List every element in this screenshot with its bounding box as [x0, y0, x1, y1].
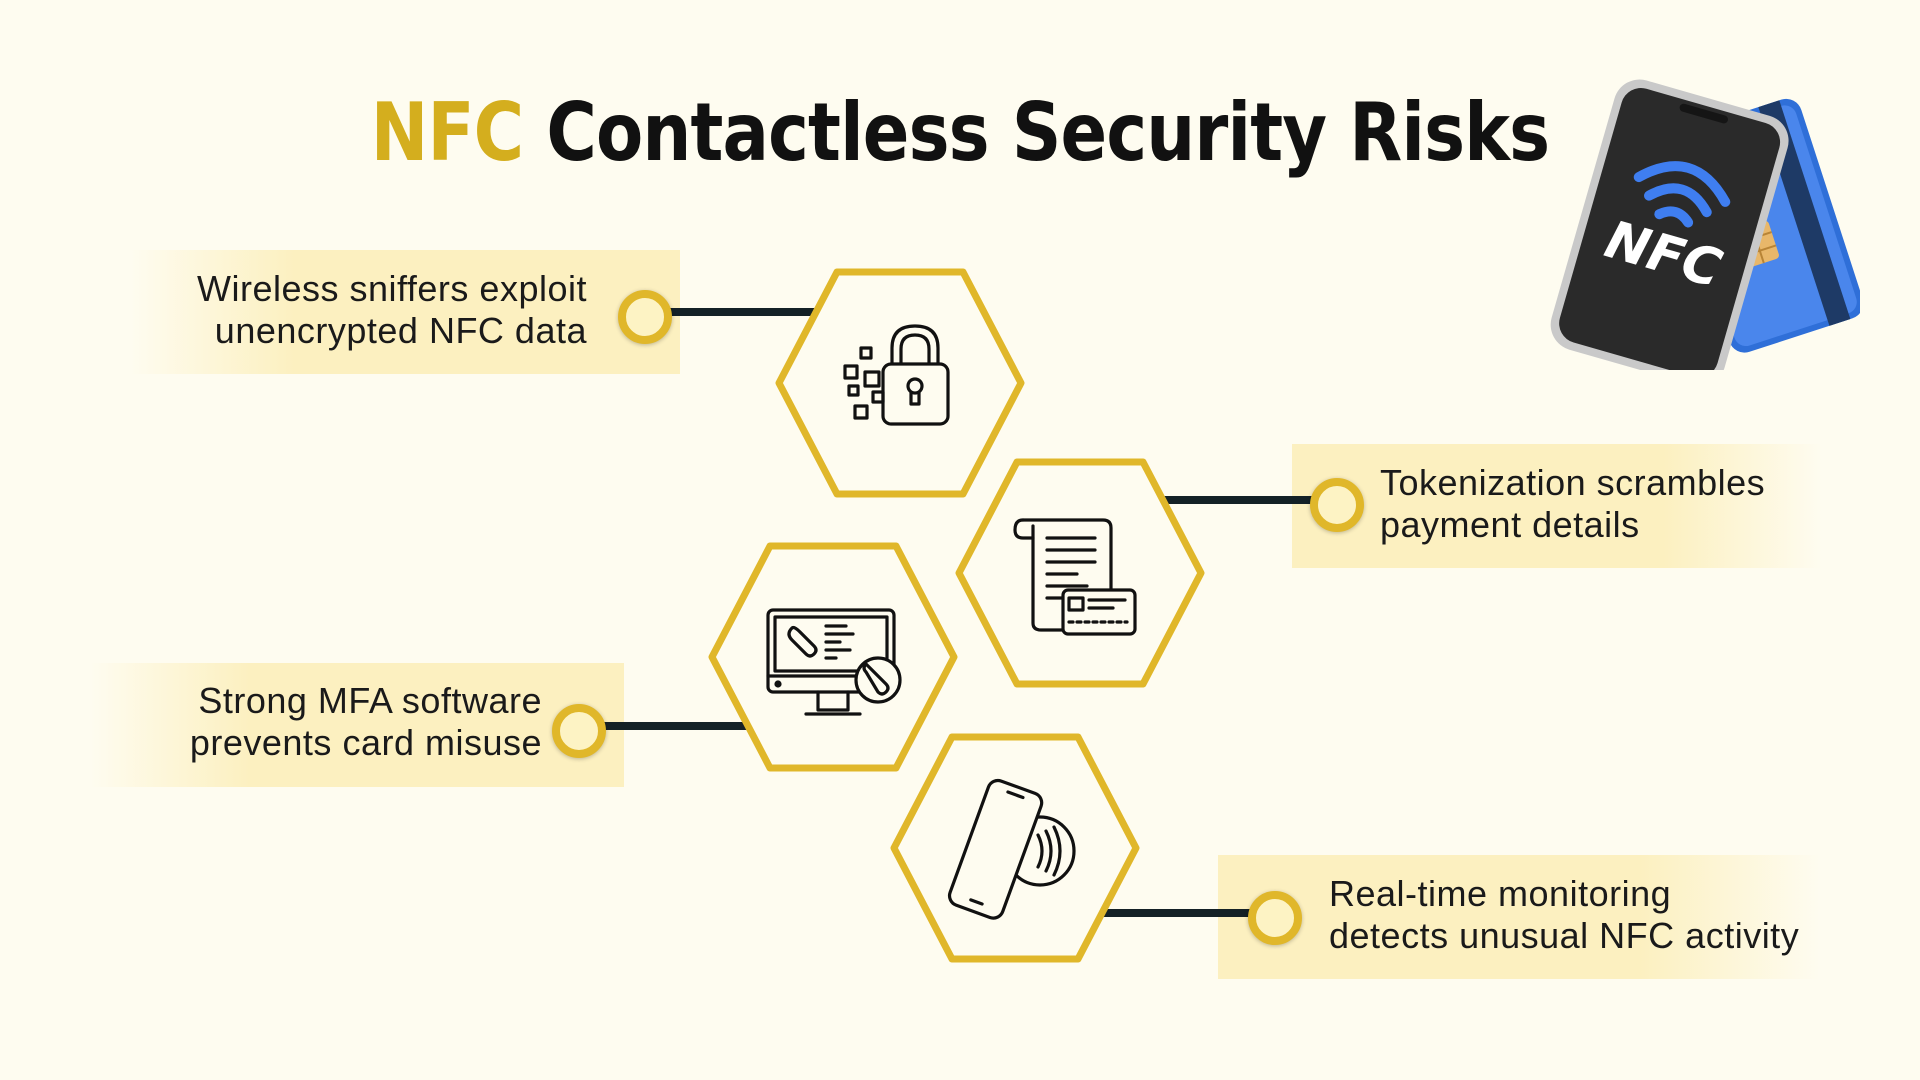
connector-4 — [1090, 909, 1278, 917]
hexagon-3 — [708, 542, 958, 772]
connector-ring-4 — [1248, 891, 1302, 945]
label-text-4: Real-time monitoring detects unusual NFC… — [1329, 873, 1800, 956]
title-accent: NFC — [370, 86, 524, 179]
phone-contactless-icon — [947, 778, 1076, 920]
label-box-1 — [130, 250, 680, 374]
hexagon-1 — [775, 268, 1025, 498]
connector-ring-2 — [1310, 478, 1364, 532]
label-text-3: Strong MFA software prevents card misuse — [189, 680, 542, 763]
connector-2 — [1150, 496, 1340, 504]
label-text-1: Wireless sniffers exploit unencrypted NF… — [197, 268, 587, 351]
title-rest: Contactless Security Risks — [546, 86, 1550, 179]
nfc-phone-card-illustration: NFC — [1530, 70, 1864, 386]
label-text-2: Tokenization scrambles payment details — [1380, 462, 1766, 545]
connector-ring-1 — [618, 290, 672, 344]
padlock-pixel-icon — [843, 324, 950, 426]
hexagon-2 — [955, 458, 1205, 688]
receipt-card-icon — [1013, 518, 1137, 636]
label-box-2 — [1292, 444, 1822, 568]
hexagon-4 — [890, 733, 1140, 963]
connector-3 — [596, 722, 776, 730]
connector-1 — [650, 308, 830, 316]
label-box-4 — [1218, 855, 1820, 979]
page-title: NFC Contactless Security Risks — [134, 86, 1785, 179]
monitor-tools-icon — [766, 608, 902, 716]
label-box-3 — [90, 663, 624, 787]
connector-ring-3 — [552, 704, 606, 758]
